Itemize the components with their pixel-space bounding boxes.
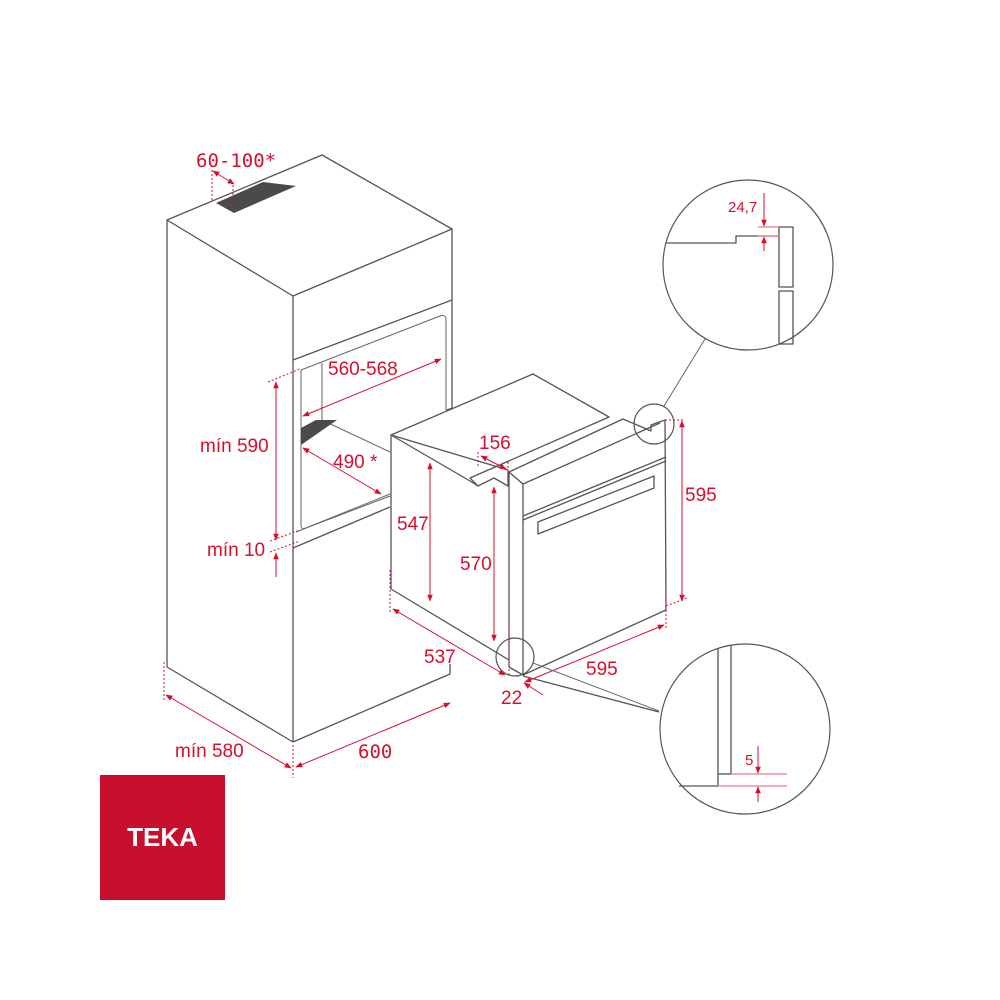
dim-front-thickness: 22 (501, 688, 522, 709)
top-detail: 24,7 (662, 179, 834, 351)
bottom-detail: 5 (659, 643, 831, 815)
dim-body-depth: 537 (424, 647, 456, 668)
dim-cabinet-width: 600 (358, 741, 392, 763)
detail-callouts: 24,7 5 (495, 179, 834, 815)
oven-dimensions: 156 547 570 595 537 595 22 (389, 419, 717, 709)
dim-front-width: 595 (586, 659, 618, 680)
dim-opening-height: mín 590 (200, 436, 269, 457)
dim-bottom-gap: mín 10 (207, 540, 265, 561)
dim-vent-depth: 60-100* (196, 150, 276, 172)
opening-vent-slot (301, 420, 337, 445)
detail-top-value: 24,7 (728, 199, 757, 216)
dim-opening-width: 560-568 (328, 359, 398, 380)
oven (390, 373, 667, 713)
dim-vent-slot: 490 * (333, 452, 378, 473)
dim-front-offset: 156 (479, 433, 511, 454)
detail-bottom-value: 5 (745, 752, 753, 769)
dim-cabinet-depth: mín 580 (175, 741, 244, 762)
top-vent-slot (216, 182, 296, 213)
dim-front-height: 595 (685, 485, 717, 506)
cabinet (166, 154, 453, 743)
brand-name: TEKA (127, 822, 198, 852)
cabinet-dimensions: 60-100* 560-568 490 * mín 590 mín 10 mín… (163, 150, 451, 778)
dim-body-height: 547 (397, 514, 429, 535)
dim-rear-height: 570 (460, 554, 492, 575)
brand-logo: TEKA (100, 775, 225, 900)
